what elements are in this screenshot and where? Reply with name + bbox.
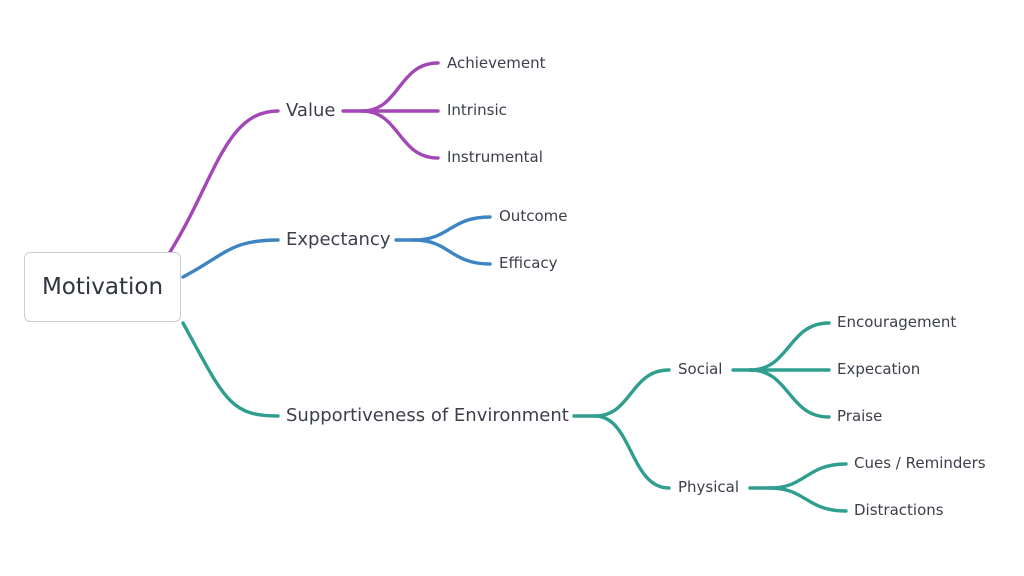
link-environment-physical xyxy=(593,414,671,490)
link-environment-social xyxy=(593,368,671,418)
node-cues-reminders[interactable]: Cues / Reminders xyxy=(854,454,986,472)
node-intrinsic[interactable]: Intrinsic xyxy=(447,101,507,119)
link-root-environment xyxy=(181,321,280,418)
link-value-achievement xyxy=(360,61,440,113)
node-distractions[interactable]: Distractions xyxy=(854,501,944,519)
root-node-motivation[interactable]: Motivation xyxy=(24,252,181,322)
link-value-instrumental xyxy=(360,109,440,160)
node-social[interactable]: Social xyxy=(678,360,723,378)
node-value[interactable]: Value xyxy=(286,100,336,121)
link-physical-cues xyxy=(768,462,848,490)
node-instrumental[interactable]: Instrumental xyxy=(447,148,543,166)
link-social-encouragement xyxy=(748,321,831,372)
link-expectancy-outcome xyxy=(412,215,492,242)
node-achievement[interactable]: Achievement xyxy=(447,54,546,72)
node-praise[interactable]: Praise xyxy=(837,407,883,425)
link-physical-distractions xyxy=(768,486,848,513)
node-supportiveness-of-environment[interactable]: Supportiveness of Environment xyxy=(286,405,569,426)
link-expectancy-efficacy xyxy=(412,238,492,266)
node-encouragement[interactable]: Encouragement xyxy=(837,313,957,331)
node-expecation[interactable]: Expecation xyxy=(837,360,921,378)
root-node-label: Motivation xyxy=(41,274,164,300)
link-root-value xyxy=(168,109,280,254)
link-root-expectancy xyxy=(181,238,280,279)
node-efficacy[interactable]: Efficacy xyxy=(499,254,558,272)
node-outcome[interactable]: Outcome xyxy=(499,207,568,225)
link-social-praise xyxy=(748,368,831,419)
node-expectancy[interactable]: Expectancy xyxy=(286,229,391,250)
node-physical[interactable]: Physical xyxy=(678,478,740,496)
